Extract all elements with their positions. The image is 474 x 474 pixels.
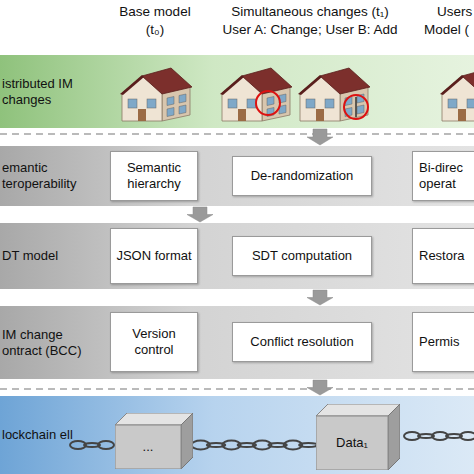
layer-band: istributed IM changes: [0, 55, 474, 128]
house: [440, 68, 474, 121]
layer-band: emantic teroperability Semantic hierarchy…: [0, 146, 474, 206]
cube-label: Data₁: [316, 435, 388, 451]
layer-band: lockchain ell... Data₁: [0, 396, 474, 474]
house: [120, 68, 192, 121]
header-label: (t₀): [110, 22, 200, 38]
band-label: IM change ontract (BCC): [0, 327, 98, 359]
block-cube: Data₁: [316, 404, 400, 470]
header-label: Base model: [110, 4, 200, 20]
process-box: De-randomization: [232, 156, 372, 196]
chain-link: [191, 441, 317, 450]
process-box: SDT computation: [232, 236, 372, 276]
box-label: Conflict resolution: [250, 334, 353, 350]
cube-shape: [115, 413, 193, 469]
house: [298, 68, 370, 121]
header-label: Users: [437, 4, 472, 20]
cube-label: ...: [115, 439, 181, 455]
change-marker: [344, 95, 368, 119]
band-label: lockchain ell: [0, 427, 98, 443]
flow-arrow: [187, 207, 213, 222]
dashed-line: [0, 133, 474, 134]
box-label: SDT computation: [252, 248, 352, 264]
house-illustrations: [0, 55, 474, 128]
change-marker: [256, 91, 280, 115]
flow-arrow: [307, 129, 333, 145]
flow-arrow: [307, 290, 333, 305]
block-cube: ...: [115, 413, 193, 469]
process-box: JSON format: [110, 228, 198, 284]
layer-band: IM change ontract (BCC) Version control Co…: [0, 306, 474, 379]
box-label: JSON format: [116, 248, 191, 264]
house: [220, 68, 292, 121]
process-box: Version control: [110, 312, 198, 372]
process-box: Semantic hierarchy: [110, 151, 198, 201]
box-label: Restora: [419, 248, 465, 264]
added-element: [355, 97, 357, 117]
box-label: Permis: [419, 334, 459, 350]
process-box: Bi-direc operat: [412, 151, 474, 201]
box-label: Semantic hierarchy: [115, 160, 193, 192]
band-label: DT model: [0, 248, 98, 264]
header-label: Simultaneous changes (t₁): [205, 4, 415, 20]
process-box: Conflict resolution: [232, 322, 372, 362]
box-label: Version control: [115, 326, 193, 358]
flow-arrow: [307, 380, 333, 395]
box-label: Bi-direc operat: [419, 160, 474, 192]
band-label: istributed IM changes: [0, 76, 98, 108]
layer-band: DT model JSON format SDT computation Restor…: [0, 223, 474, 289]
dashed-line: [0, 388, 474, 389]
band-label: emantic teroperability: [0, 160, 98, 192]
header-label: User A: Change; User B: Add: [200, 22, 420, 38]
box-label: De-randomization: [251, 168, 354, 184]
process-box: Restora: [412, 228, 474, 284]
header-label: Model (: [424, 22, 469, 38]
process-box: Permis: [412, 312, 474, 372]
